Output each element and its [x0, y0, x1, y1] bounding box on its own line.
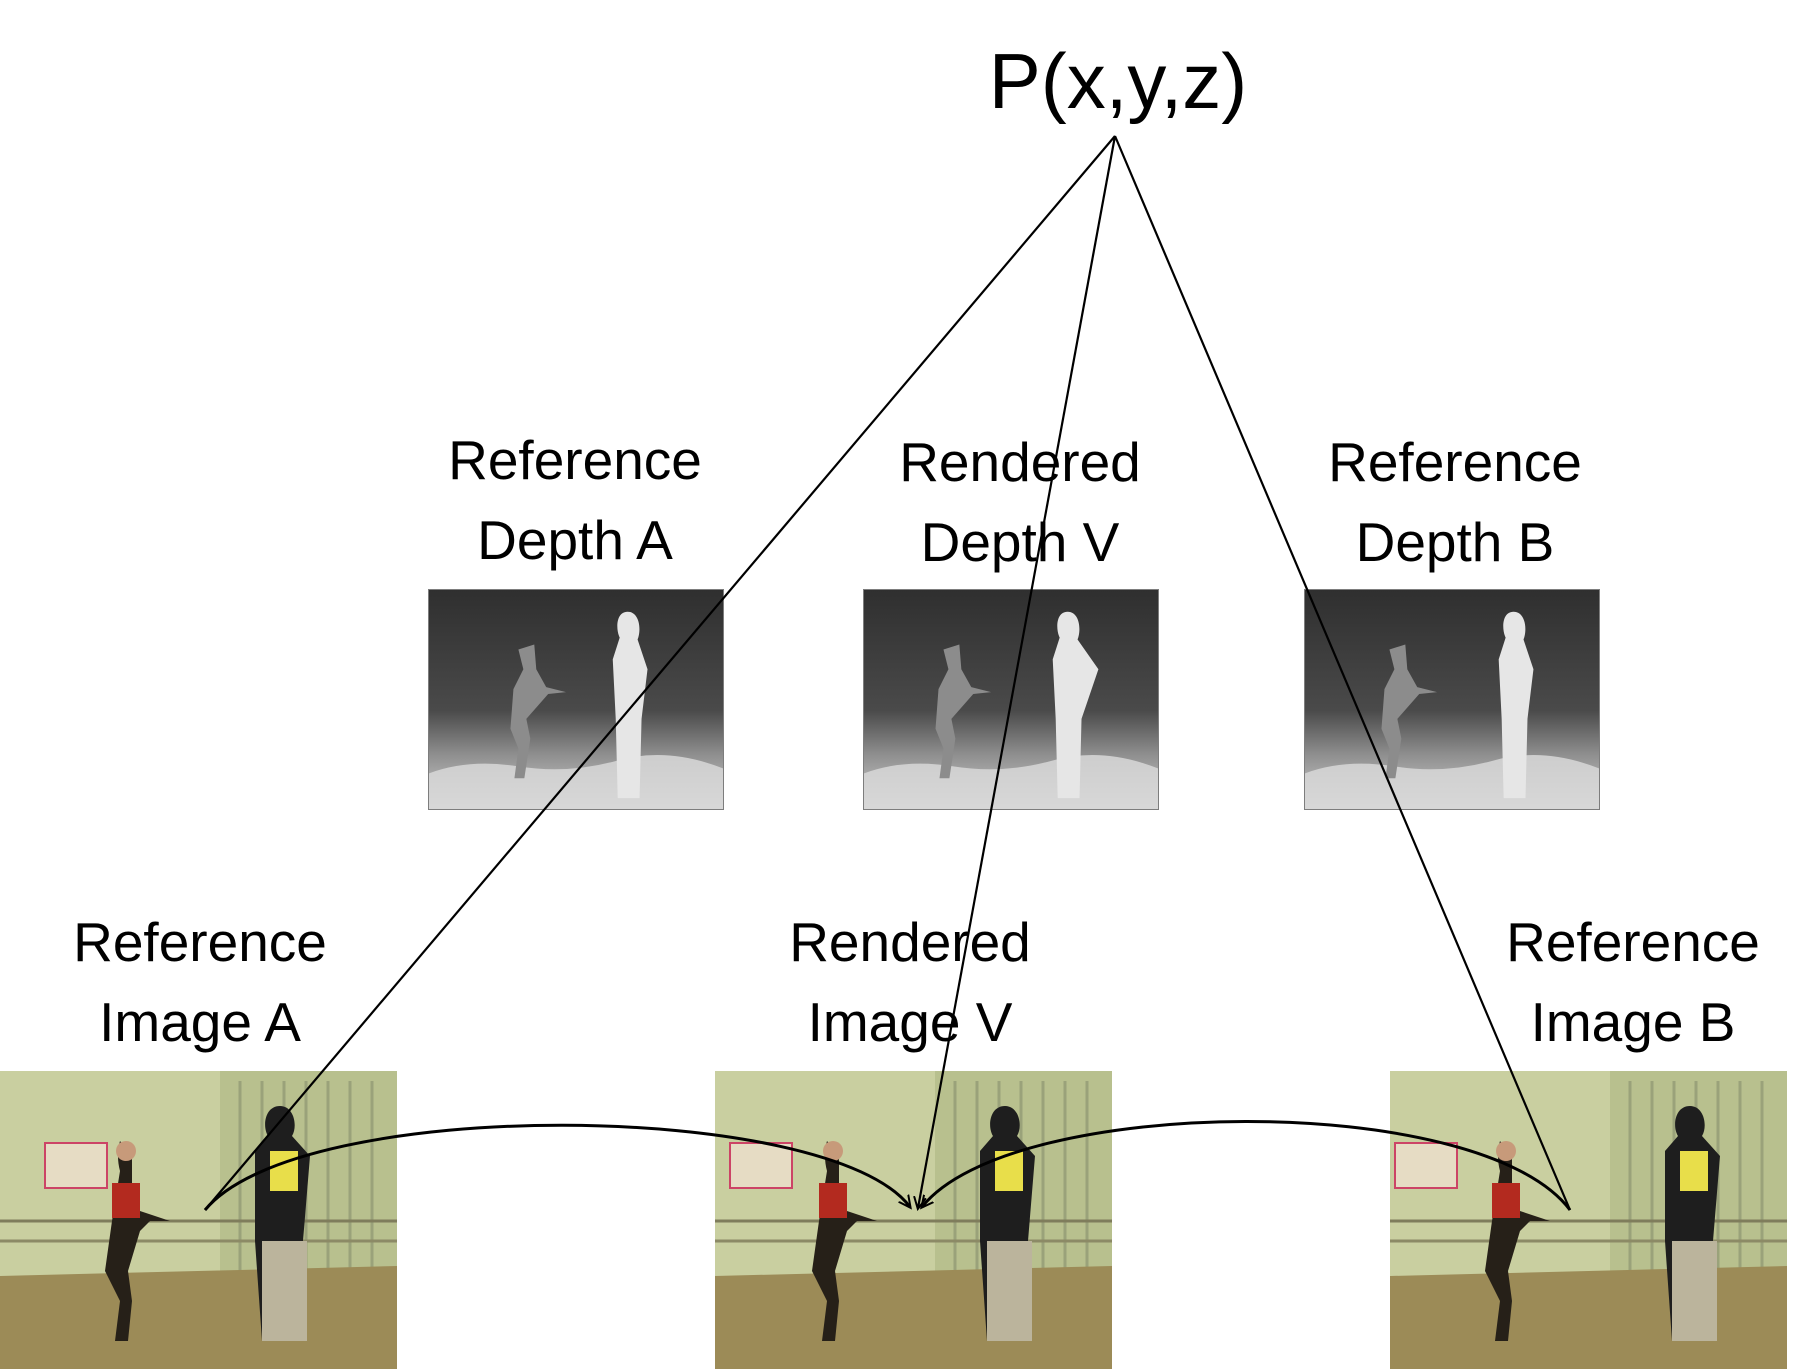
label-line-1: Rendered	[899, 431, 1141, 493]
reference-depth-a-label: Reference Depth A	[420, 420, 730, 580]
reference-image-a-photo	[0, 1071, 397, 1369]
label-line-2: Depth A	[477, 509, 673, 571]
label-line-2: Depth V	[920, 511, 1120, 573]
reference-image-a-label: Reference Image A	[45, 902, 355, 1062]
label-line-2: Depth B	[1355, 511, 1555, 573]
rendered-depth-v-label: Rendered Depth V	[865, 422, 1175, 582]
reference-image-b-photo	[1390, 1071, 1787, 1369]
label-line-1: Rendered	[789, 911, 1031, 973]
label-line-2: Image A	[99, 991, 301, 1053]
label-line-1: Reference	[1328, 431, 1582, 493]
reference-depth-a-map	[428, 589, 724, 810]
label-line-2: Image V	[807, 991, 1013, 1053]
label-line-2: Image B	[1530, 991, 1736, 1053]
reference-depth-b-label: Reference Depth B	[1300, 422, 1610, 582]
label-line-1: Reference	[73, 911, 327, 973]
point-label: P(x,y,z)	[988, 37, 1248, 125]
rendered-depth-v-map	[863, 589, 1159, 810]
rendered-image-v-label: Rendered Image V	[755, 902, 1065, 1062]
label-line-1: Reference	[448, 429, 702, 491]
reference-image-b-label: Reference Image B	[1478, 902, 1788, 1062]
rendered-image-v-photo	[715, 1071, 1112, 1369]
label-line-1: Reference	[1506, 911, 1760, 973]
reference-depth-b-map	[1304, 589, 1600, 810]
